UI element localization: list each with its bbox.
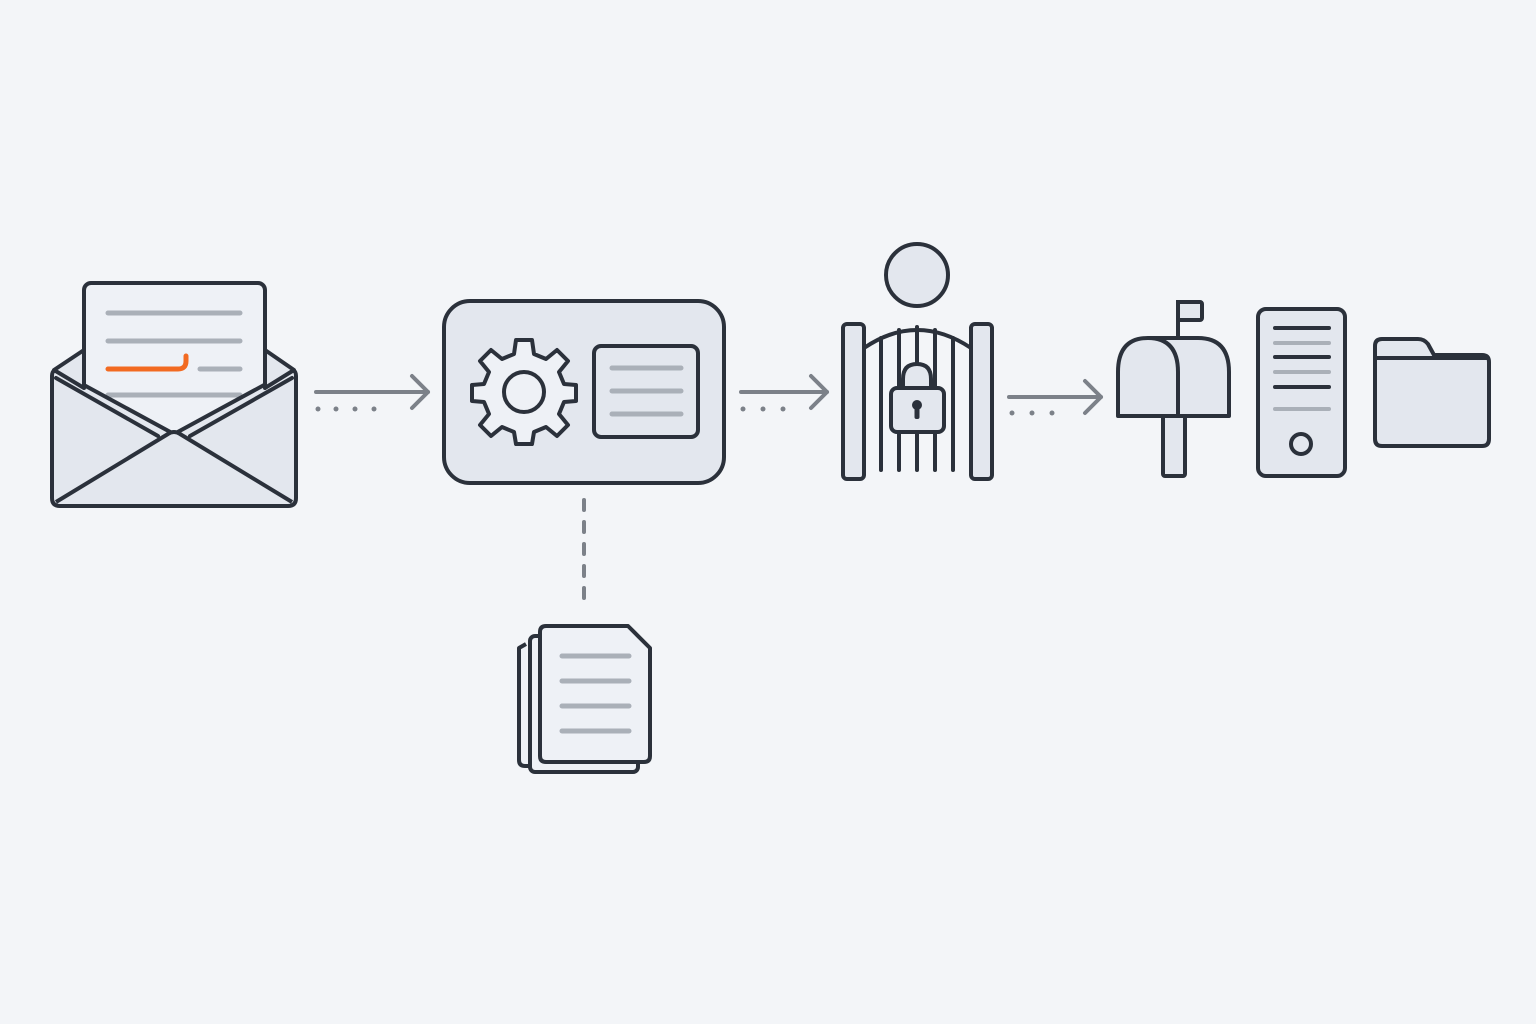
server-tower-icon [1256, 307, 1347, 478]
arrow-email-to-engine [314, 374, 430, 412]
gear-icon [470, 338, 578, 446]
arrow-engine-to-gateway [739, 374, 829, 412]
arrow-gateway-to-delivery [1007, 379, 1103, 416]
folder-icon [1373, 337, 1491, 448]
padlock-icon [889, 361, 946, 434]
security-gateway-icon [841, 242, 994, 481]
stacked-documents-icon [517, 624, 652, 774]
highlighted-text-line [105, 353, 189, 372]
document-card-icon [592, 344, 700, 439]
person-icon [884, 242, 950, 308]
mailbox-icon [1116, 300, 1231, 478]
open-envelope-icon [50, 281, 298, 508]
processing-engine-panel [442, 299, 726, 485]
